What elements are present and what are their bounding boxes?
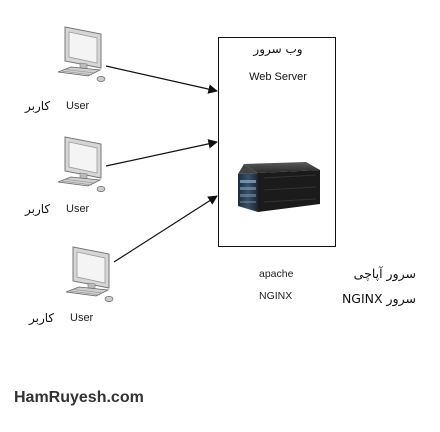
user-label-en: User [70, 312, 94, 324]
computer-icon [57, 136, 106, 192]
server-title-fa: وب سرور [253, 42, 303, 56]
computer-icon [65, 246, 114, 302]
arrow-user3-to-server [113, 195, 218, 263]
nginx-label-fa: سرور NGINX [341, 291, 416, 306]
brand-watermark[interactable]: HamRuyesh.com [14, 389, 144, 406]
user-label-fa: کاربر [25, 99, 51, 113]
user-label-fa: کاربر [25, 202, 51, 216]
web-server-box: وب سرور Web Server [218, 37, 336, 247]
arrow-user1-to-server [105, 65, 218, 94]
server-icon [238, 162, 320, 212]
arrow-user2-to-server [105, 139, 218, 167]
apache-label-fa: سرور آپاچی [353, 266, 416, 281]
user-label-en: User [66, 203, 90, 215]
nginx-label-en: NGINX [259, 290, 293, 302]
user-label-en: User [66, 100, 90, 112]
server-title-en: Web Server [249, 71, 307, 83]
user-label-fa: کاربر [29, 311, 55, 325]
apache-label-en: apache [259, 268, 294, 280]
computer-icon [57, 26, 106, 82]
